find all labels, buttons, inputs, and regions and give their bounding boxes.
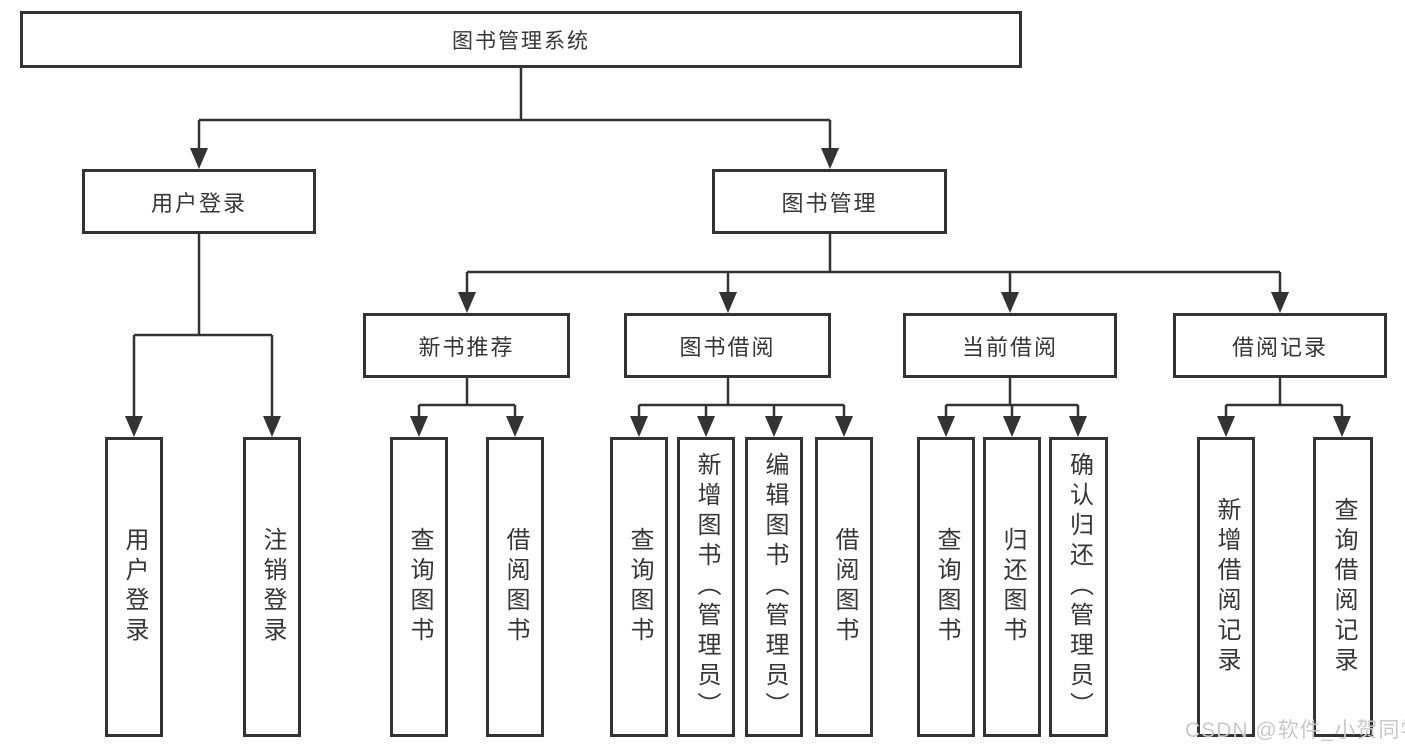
node-user-login: 用户登录 xyxy=(82,169,316,234)
node-current-borrow: 当前借阅 xyxy=(903,313,1117,378)
arrow-down-icon xyxy=(1271,292,1289,313)
leaf-query-books-borrow: 查询图书 xyxy=(610,437,668,737)
leaf-add-books-admin: 新增图书（管理员） xyxy=(677,437,735,737)
watermark: CSDN @软件_小贺同学 xyxy=(1185,719,1405,742)
arrow-down-icon xyxy=(697,416,715,437)
arrow-down-icon xyxy=(1001,292,1019,313)
arrowhead-icons xyxy=(125,148,1351,437)
arrow-down-icon xyxy=(1003,416,1021,437)
leaf-logout: 注销登录 xyxy=(243,437,301,737)
node-new-book-recommend: 新书推荐 xyxy=(363,313,570,378)
leaf-query-borrow-record: 查询借阅记录 xyxy=(1313,437,1373,737)
arrow-down-icon xyxy=(630,416,648,437)
leaf-add-borrow-record: 新增借阅记录 xyxy=(1197,437,1255,737)
arrow-down-icon xyxy=(719,292,737,313)
arrow-down-icon xyxy=(937,416,955,437)
node-borrow-record: 借阅记录 xyxy=(1173,313,1387,378)
leaf-return-books: 归还图书 xyxy=(983,437,1041,737)
arrow-down-icon xyxy=(410,416,428,437)
arrow-down-icon xyxy=(458,292,476,313)
node-book-management: 图书管理 xyxy=(712,169,947,234)
leaf-borrow-books-recommend: 借阅图书 xyxy=(486,437,544,737)
leaf-user-login: 用户登录 xyxy=(105,437,163,737)
arrow-down-icon xyxy=(263,416,281,437)
arrow-down-icon xyxy=(1333,416,1351,437)
arrow-down-icon xyxy=(765,416,783,437)
arrow-down-icon xyxy=(1069,416,1087,437)
leaf-query-books-recommend: 查询图书 xyxy=(390,437,448,737)
arrow-down-icon xyxy=(835,416,853,437)
leaf-borrow-books: 借阅图书 xyxy=(815,437,873,737)
arrow-down-icon xyxy=(821,148,839,169)
node-root-system: 图书管理系统 xyxy=(20,11,1022,68)
leaf-query-books-current: 查询图书 xyxy=(917,437,975,737)
node-book-borrow: 图书借阅 xyxy=(624,313,831,378)
connector-paths xyxy=(132,68,1344,418)
leaf-edit-books-admin: 编辑图书（管理员） xyxy=(745,437,803,737)
arrow-down-icon xyxy=(1217,416,1235,437)
arrow-down-icon xyxy=(190,148,208,169)
arrow-down-icon xyxy=(125,416,143,437)
leaf-confirm-return-admin: 确认归还（管理员） xyxy=(1049,437,1108,737)
arrow-down-icon xyxy=(506,416,524,437)
